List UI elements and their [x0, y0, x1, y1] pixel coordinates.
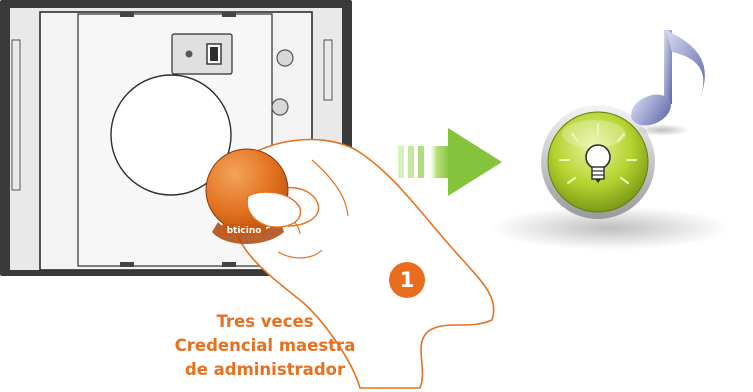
caption: Tres veces Credencial maestra de adminis…	[145, 310, 385, 382]
caption-line-1: Tres veces	[216, 312, 314, 331]
badge-brand-label: bticino	[227, 226, 262, 236]
caption-line-3: de administrador	[184, 360, 346, 379]
caption-line-2: Credencial maestra	[174, 336, 356, 355]
step-number-badge: 1	[389, 262, 425, 298]
lightbulb-icon	[490, 105, 730, 250]
thumb-illustration	[246, 191, 302, 228]
arrow-right-icon	[398, 128, 502, 196]
music-note-icon	[631, 30, 705, 136]
